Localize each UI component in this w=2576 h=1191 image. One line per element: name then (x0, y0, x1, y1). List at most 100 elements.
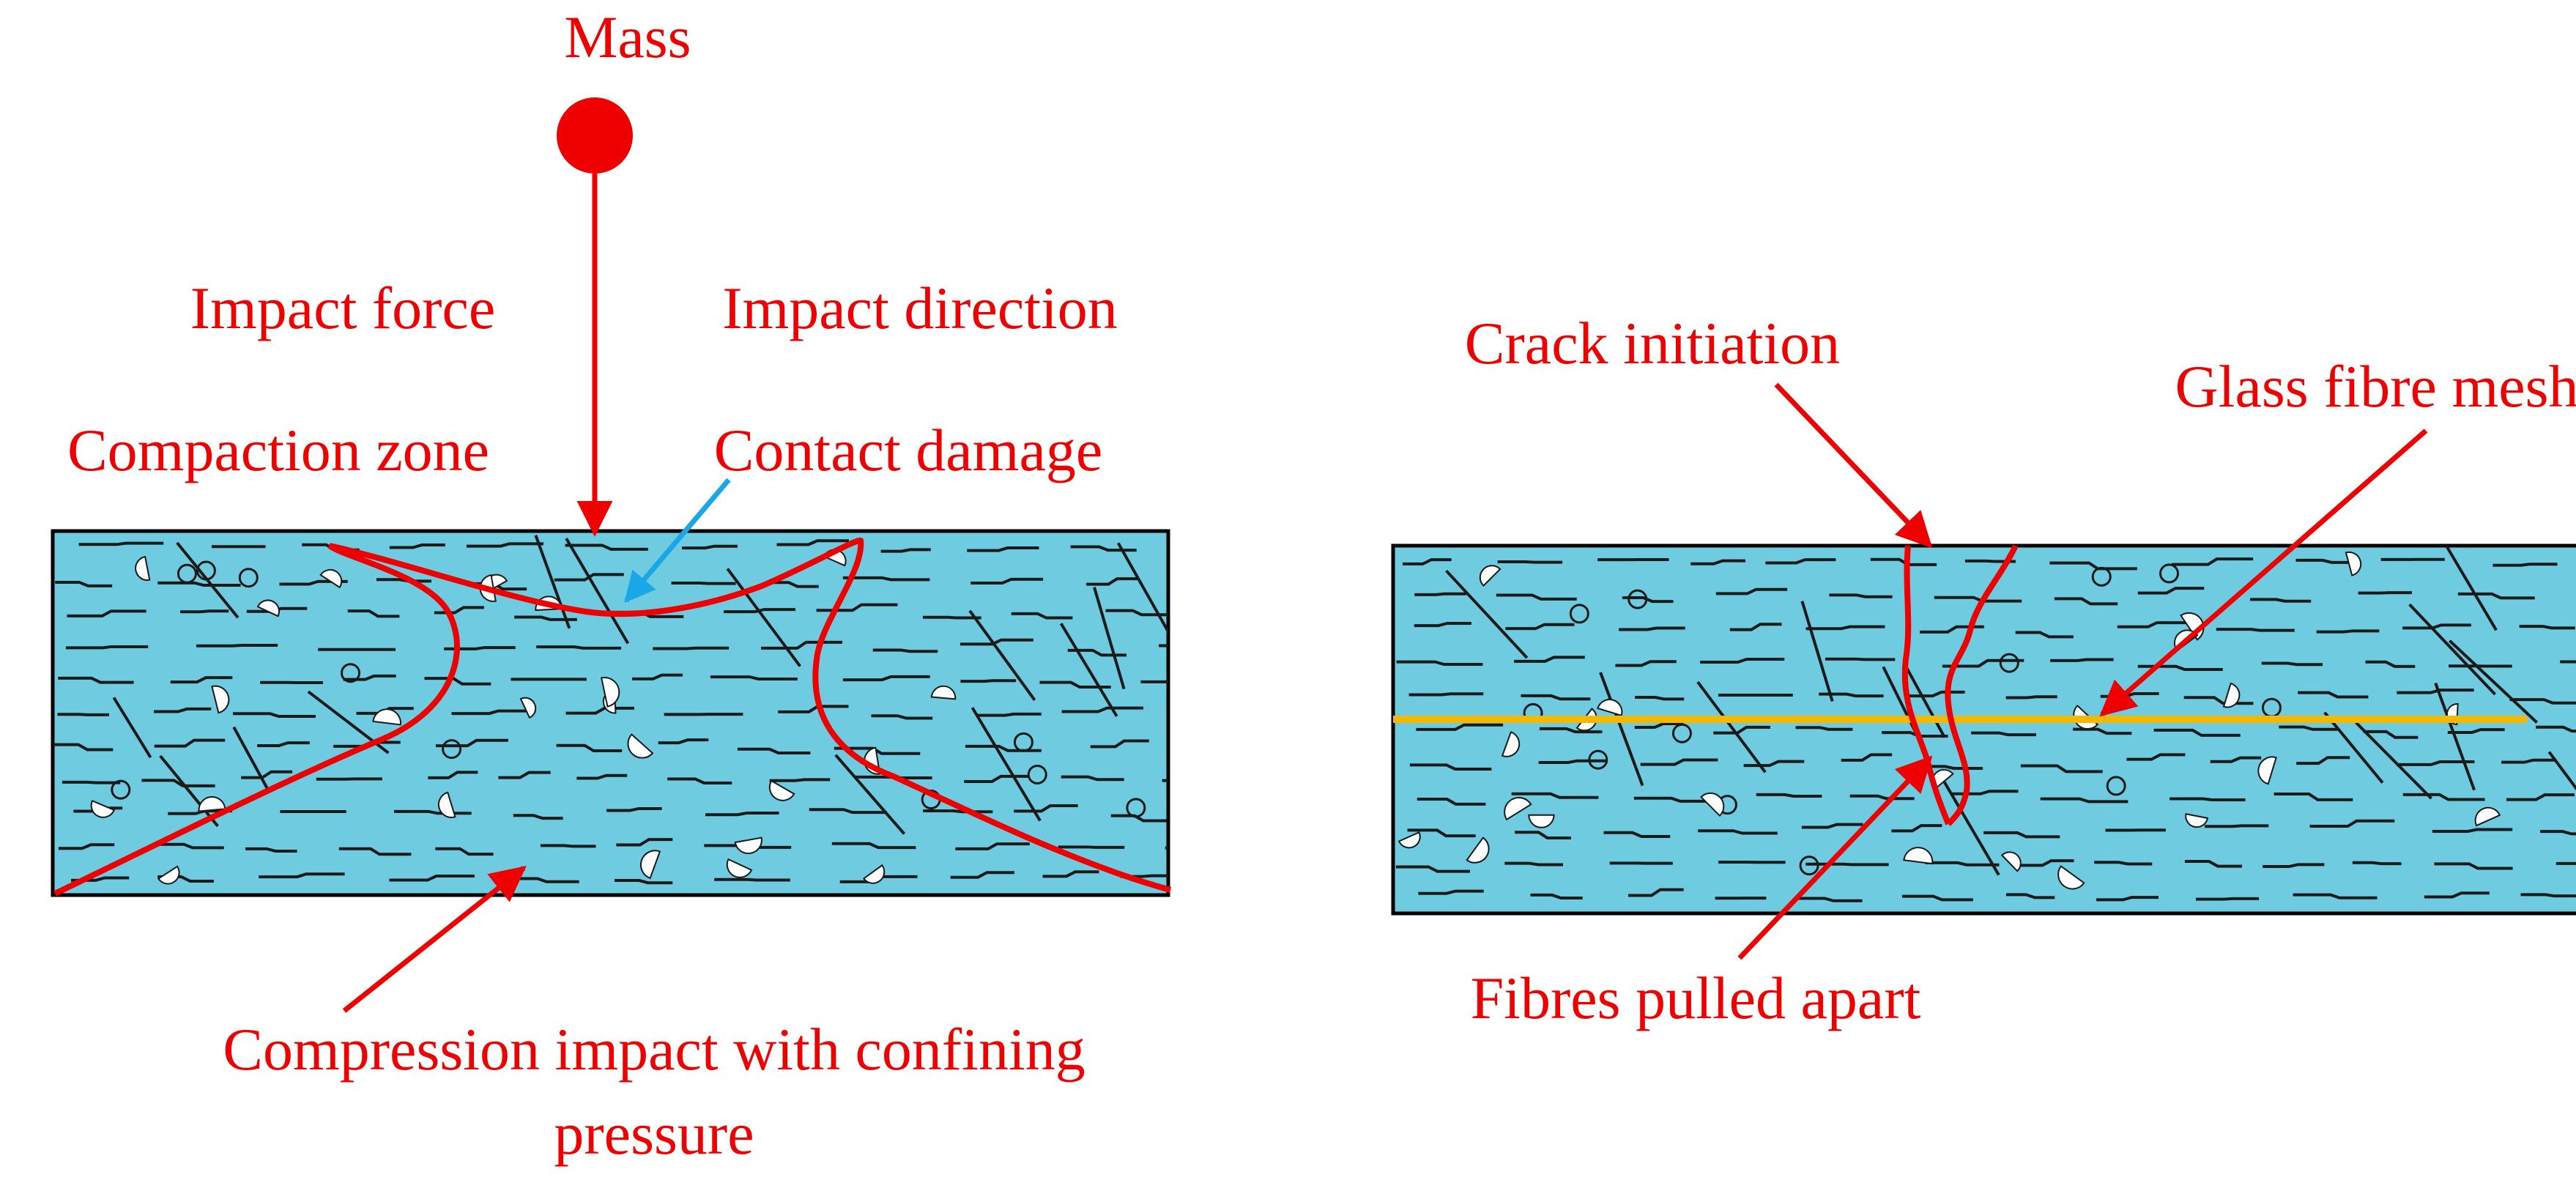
aggregate-particle (1398, 831, 1421, 849)
fibre-segment (1168, 542, 1231, 546)
aggregate-particle (1479, 565, 1502, 587)
fibre-segment (2094, 861, 2153, 866)
aggregate-particle (211, 685, 230, 714)
fibre-segment (1402, 558, 1452, 565)
fibre-segment (1407, 828, 1476, 838)
fibre-segment (1599, 672, 1644, 787)
aggregate-particle (627, 733, 654, 759)
fibre-segment (1756, 793, 1822, 798)
compression-label-line2: pressure (554, 1100, 754, 1167)
fibre-segment (1504, 861, 1564, 867)
fibre-segment (2019, 859, 2074, 867)
fibre-segment (2352, 861, 2402, 866)
fibre-segment (2424, 891, 2490, 899)
fibre-segment (667, 777, 732, 784)
aggregate-particle (2474, 806, 2501, 827)
fibre-segment (1633, 796, 1718, 803)
fibre-segment (343, 674, 396, 681)
fibre-segment (1059, 623, 1118, 717)
crack-initiation-label: Crack initiation (1465, 310, 1840, 376)
void-pore (2091, 566, 2112, 587)
fibres-pulled-apart-arrow (1737, 755, 1933, 960)
fibre-segment (2540, 830, 2576, 836)
fibre-segment (2126, 753, 2186, 761)
fibre-segment (1619, 626, 1685, 631)
fibre-segment (1942, 658, 2024, 668)
fibre-segment (2355, 721, 2432, 800)
mass-ball (557, 97, 633, 174)
fibre-segment (67, 609, 146, 617)
aggregate-particle (862, 864, 886, 884)
fibre-segment (2365, 660, 2416, 668)
fibre-segment (2172, 557, 2254, 566)
fibre-segment (615, 879, 673, 885)
aggregate-particle (1597, 699, 1623, 717)
fibre-segment (2184, 860, 2243, 868)
contact-damage-label: Contact damage (714, 417, 1103, 483)
fibre-segment (141, 779, 215, 787)
fibre-segment (2279, 725, 2338, 731)
fibre-segment (2250, 598, 2312, 603)
aggregate-particle (198, 796, 226, 812)
fibre-segment (513, 814, 563, 820)
fibre-segment (451, 709, 536, 716)
fibre-segment (1634, 721, 1684, 730)
fibre-segment (2434, 682, 2476, 791)
fibre-segment (2049, 561, 2137, 571)
aggregate-particle (2345, 551, 2361, 576)
fibre-segment (2434, 862, 2513, 870)
fibre-segment (1497, 560, 1563, 564)
fibre-segment (2210, 756, 2262, 763)
aggregate-particle (600, 677, 620, 708)
void-pore (1588, 749, 1608, 770)
fibre-segment (842, 675, 930, 682)
fibre-segment (2298, 691, 2369, 699)
fibre-segment (2117, 621, 2188, 628)
fibre-segment (834, 746, 921, 755)
fibre-segment (154, 738, 226, 748)
fibre-segment (2432, 828, 2513, 833)
fibre-segment (737, 747, 811, 754)
fibre-segment (1603, 831, 1671, 838)
fibre-segment (1891, 824, 1942, 833)
fibre-segment (347, 609, 400, 618)
fibre-segment (1505, 623, 1575, 631)
fibre-segment (565, 538, 630, 645)
fibre-segment (2216, 628, 2295, 632)
fibre-segment (726, 568, 801, 667)
fibre-segment (761, 640, 843, 650)
fibre-segment (1418, 889, 1484, 895)
fibre-segment (55, 580, 113, 587)
fibre-segment (1042, 870, 1099, 878)
fibre-segment (1715, 587, 1788, 596)
fibre-segment (1110, 814, 1168, 823)
aggregate-particle (2185, 813, 2209, 828)
fibre-segment (923, 809, 993, 814)
void-pore (1027, 764, 1047, 784)
fibre-segment (1414, 592, 1466, 596)
fibre-segment (2096, 896, 2159, 902)
fibre-segment (2263, 863, 2325, 869)
fibre-segment (1061, 706, 1143, 713)
fibre-segment (1521, 694, 1591, 701)
glass-fibre-mesh-label: Glass fibre mesh (2175, 353, 2576, 420)
fibre-segment (871, 714, 933, 720)
fibre-segment (2296, 756, 2350, 765)
fibre-segment (2015, 631, 2074, 639)
fibre-segment (534, 535, 571, 629)
fibre-segment (2396, 760, 2475, 766)
void-pore (341, 663, 361, 683)
fibre-segment (338, 847, 412, 856)
fibre-segment (157, 581, 241, 587)
fibre-segment (1971, 731, 2036, 737)
compaction-zone-outline (53, 537, 1172, 897)
fibre-segment (434, 606, 484, 615)
fibre-segment (58, 843, 115, 850)
fibre-segment (232, 726, 270, 791)
fibre-texture-left (53, 535, 1231, 885)
fibre-segment (2005, 893, 2055, 899)
fibre-segment (1496, 593, 1577, 601)
aggregate-particle (437, 791, 456, 818)
void-pore (442, 739, 462, 760)
fibre-segment (1882, 731, 1948, 738)
